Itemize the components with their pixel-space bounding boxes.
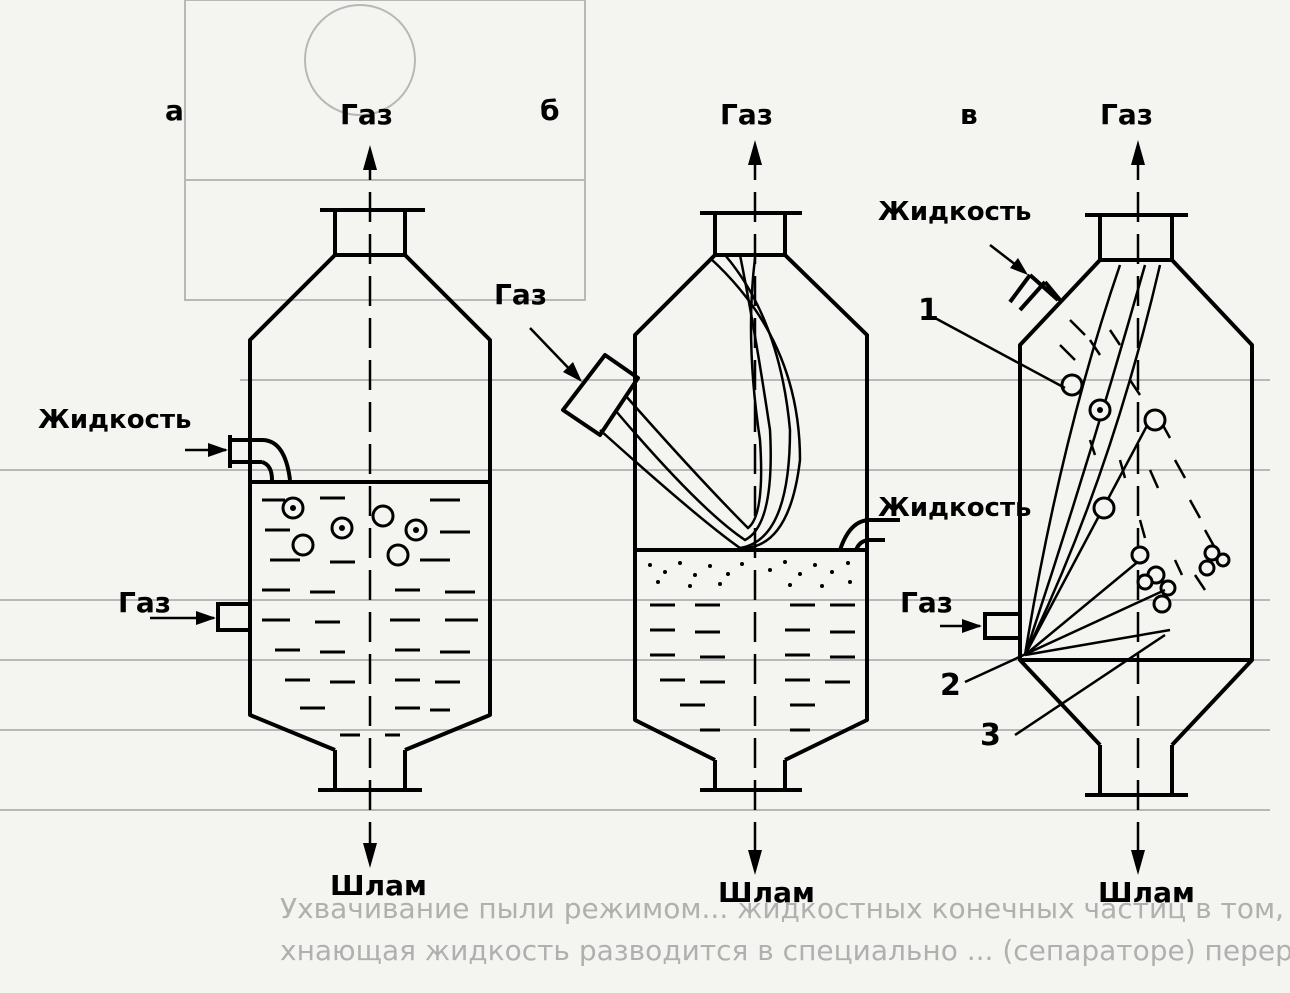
panel-c-liquid-nozzle xyxy=(1008,273,1062,312)
panel-a-gas-in-label: Газ xyxy=(118,586,171,619)
panel-b-foam xyxy=(648,560,852,588)
panel-c-bottom-flange xyxy=(1085,745,1188,797)
panel-b-vessel xyxy=(633,253,869,762)
panel-b-bottom-flange xyxy=(700,760,802,792)
panel-a: а Газ Шлам Жидкость Газ xyxy=(38,94,492,902)
panel-c-gas-arrow-icon xyxy=(1131,140,1145,165)
panel-a-bubbles xyxy=(281,496,428,567)
panel-b-liquid-label: Жидкость xyxy=(878,493,1031,523)
panel-b-gas-out-label: Газ xyxy=(720,98,773,131)
panel-a-letter: а xyxy=(165,94,184,127)
panel-b-liquid-inlet xyxy=(838,518,900,551)
panel-c-callout-2-leader xyxy=(964,588,1166,684)
panel-a-gas-out-label: Газ xyxy=(340,98,393,131)
panel-a-gas-arrow-icon xyxy=(363,145,377,170)
panel-c-callout-3-leader xyxy=(1014,633,1166,737)
panel-a-liquid-label: Жидкость xyxy=(38,405,191,435)
panel-c-gas-streams xyxy=(1023,264,1171,657)
panel-b-gas-streams xyxy=(599,254,802,550)
panel-b-gas-in-label: Газ xyxy=(494,278,547,311)
panel-b: б Газ Шлам Газ Жидкость xyxy=(494,94,1031,909)
panel-b-gas-inlet xyxy=(561,353,640,437)
bleed-line-2: хнающая жидкость разводится в специально… xyxy=(280,934,1290,967)
panel-c-particles xyxy=(1060,373,1231,614)
panel-b-sludge-arrow-icon xyxy=(748,850,762,875)
panel-a-sludge-label: Шлам xyxy=(330,869,427,902)
bleed-line-1: Ухвачивание пыли режимом... жидкостных к… xyxy=(280,892,1290,925)
panel-b-liquid xyxy=(650,603,855,732)
panel-b-gas-arrow-icon xyxy=(748,140,762,165)
panel-c-letter: в xyxy=(960,98,978,131)
panel-c-gas-out-label: Газ xyxy=(1100,98,1153,131)
panel-a-liquid xyxy=(262,496,478,737)
panel-c: в Газ Шлам Жидкость Газ 1 2 3 xyxy=(878,98,1254,909)
panel-c-callout-3: 3 xyxy=(980,718,1001,753)
panel-a-liquid-inlet xyxy=(228,435,262,468)
panel-c-liquid-label: Жидкость xyxy=(878,197,1031,227)
panel-c-gas-in-label: Газ xyxy=(900,586,953,619)
panel-a-top-flange xyxy=(320,208,425,257)
panel-c-callout-1: 1 xyxy=(918,293,939,328)
panel-b-sludge-label: Шлам xyxy=(718,876,815,909)
panel-a-vessel xyxy=(248,253,492,752)
panel-c-callout-1-leader xyxy=(934,316,1066,390)
panel-c-vessel xyxy=(1018,258,1254,747)
panel-c-sludge-label: Шлам xyxy=(1098,876,1195,909)
panel-c-top-flange xyxy=(1085,213,1188,262)
panel-b-top-flange xyxy=(700,211,802,257)
panel-c-gas-inlet xyxy=(983,612,1020,640)
panel-a-sludge-arrow-icon xyxy=(363,843,377,868)
panel-b-letter: б xyxy=(540,94,560,127)
background-bleed: Ухвачивание пыли режимом... жидкостных к… xyxy=(0,0,1290,967)
panel-a-gas-inlet xyxy=(216,602,250,632)
panel-c-callout-2: 2 xyxy=(940,668,961,703)
panel-c-sludge-arrow-icon xyxy=(1131,850,1145,875)
